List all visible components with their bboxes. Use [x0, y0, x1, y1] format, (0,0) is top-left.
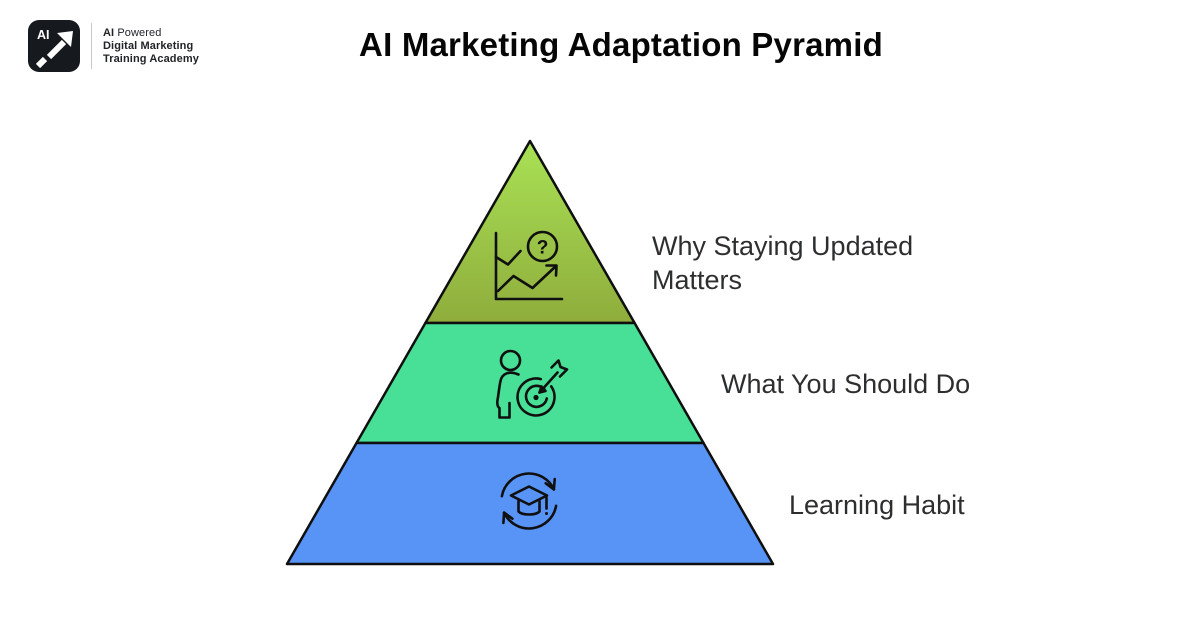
logo-badge-text: AI	[37, 28, 50, 42]
tier-label-middle: What You Should Do	[721, 369, 971, 399]
logo-badge: AI	[28, 20, 80, 72]
chart-question-icon: ?	[494, 230, 564, 301]
logo-tagline: AI Powered Digital Marketing Training Ac…	[103, 27, 199, 66]
brand-logo: AI AI Powered Digital Marketing Training…	[28, 20, 199, 72]
person-target-icon	[496, 349, 569, 419]
logo-divider	[91, 23, 92, 69]
question-glyph: ?	[537, 238, 549, 259]
pyramid-tier-top	[424, 139, 636, 325]
logo-tagline-line3: Training Academy	[103, 52, 199, 65]
page-title: AI Marketing Adaptation Pyramid	[359, 26, 883, 63]
logo-tagline-line2: Digital Marketing	[103, 39, 194, 52]
logo-tagline-line1: AI Powered	[103, 26, 162, 39]
growth-arrow-icon: AI	[35, 28, 73, 69]
learning-cycle-icon	[500, 472, 558, 530]
pyramid-tier-middle	[355, 321, 705, 445]
tier-label-top: Why Staying Updated Matters	[652, 231, 914, 295]
tier-label-bottom: Learning Habit	[789, 490, 965, 520]
